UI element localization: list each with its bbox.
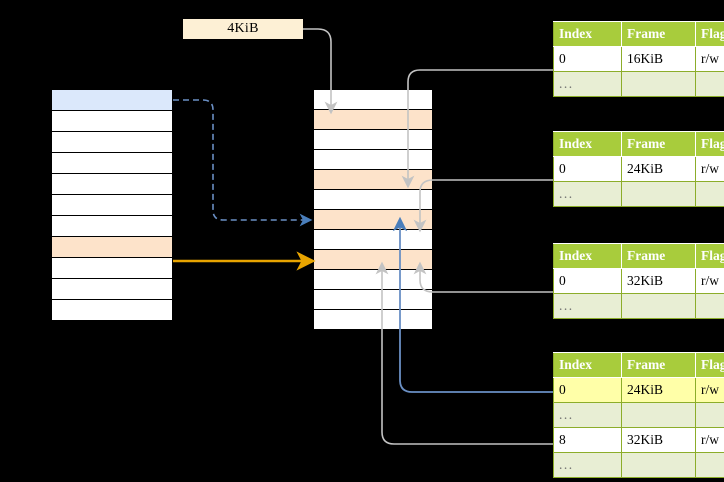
virtual-page-row[interactable] [51, 89, 173, 111]
virtual-page-row[interactable] [51, 110, 173, 132]
cell-flags: r/w [695, 46, 724, 72]
cell-flags: r/w [695, 427, 724, 453]
table-header-row: IndexFrameFlags [553, 21, 724, 47]
virtual-address-space-column [51, 89, 173, 321]
virtual-page-row[interactable] [51, 152, 173, 174]
cell-frame [621, 71, 696, 97]
page-size-label: 4KiB [183, 19, 303, 39]
page-table-level-2: IndexFrameFlags024KiBr/w... [553, 131, 724, 207]
virtual-page-row[interactable] [51, 278, 173, 300]
wire-l2-to-frame [413, 179, 556, 233]
cell-index: 0 [553, 156, 622, 182]
virtual-page-row[interactable] [51, 299, 173, 321]
cell-frame [621, 293, 696, 319]
cell-frame [621, 402, 696, 428]
cell-index: ... [553, 71, 622, 97]
page-table-level-3: IndexFrameFlags032KiBr/w... [553, 243, 724, 319]
cell-frame: 24KiB [621, 156, 696, 182]
column-header-flags: Flags [695, 352, 724, 378]
table-header-row: IndexFrameFlags [553, 352, 724, 378]
physical-frame-row[interactable] [313, 209, 433, 230]
column-header-flags: Flags [695, 21, 724, 47]
cell-frame: 32KiB [621, 427, 696, 453]
page-table-level-1: IndexFrameFlags016KiBr/w... [553, 21, 724, 97]
cell-index: ... [553, 181, 622, 207]
column-header-flags: Flags [695, 243, 724, 269]
table-ellipsis-row[interactable]: ... [553, 293, 724, 319]
physical-frame-row[interactable] [313, 249, 433, 270]
physical-frame-row[interactable] [313, 289, 433, 310]
physical-frame-row[interactable] [313, 309, 433, 330]
cell-flags [695, 181, 724, 207]
cell-index: 0 [553, 377, 622, 403]
cell-index: ... [553, 402, 622, 428]
page-table-level-4: IndexFrameFlags024KiBr/w...832KiBr/w... [553, 352, 724, 478]
cell-frame: 24KiB [621, 377, 696, 403]
cell-flags: r/w [695, 156, 724, 182]
column-header-flags: Flags [695, 131, 724, 157]
virtual-page-row[interactable] [51, 257, 173, 279]
cell-index: 0 [553, 268, 622, 294]
cell-flags: r/w [695, 377, 724, 403]
physical-frame-row[interactable] [313, 169, 433, 190]
physical-frame-row[interactable] [313, 229, 433, 250]
physical-frame-row[interactable] [313, 189, 433, 210]
table-ellipsis-row[interactable]: ... [553, 402, 724, 428]
table-header-row: IndexFrameFlags [553, 243, 724, 269]
cell-frame [621, 452, 696, 478]
column-header-index: Index [553, 21, 622, 47]
column-header-frame: Frame [621, 243, 696, 269]
cell-index: 0 [553, 46, 622, 72]
wire-dashed-blue [173, 99, 313, 227]
cell-flags [695, 71, 724, 97]
cell-frame [621, 181, 696, 207]
physical-memory-column [313, 89, 433, 330]
cell-flags: r/w [695, 268, 724, 294]
cell-flags [695, 293, 724, 319]
column-header-frame: Frame [621, 21, 696, 47]
cell-flags [695, 402, 724, 428]
physical-frame-row[interactable] [313, 109, 433, 130]
table-ellipsis-row[interactable]: ... [553, 71, 724, 97]
virtual-page-row[interactable] [51, 131, 173, 153]
column-header-index: Index [553, 352, 622, 378]
physical-frame-row[interactable] [313, 269, 433, 290]
column-header-index: Index [553, 131, 622, 157]
table-header-row: IndexFrameFlags [553, 131, 724, 157]
column-header-frame: Frame [621, 131, 696, 157]
physical-frame-row[interactable] [313, 149, 433, 170]
virtual-page-row[interactable] [51, 194, 173, 216]
table-ellipsis-row[interactable]: ... [553, 452, 724, 478]
cell-index: ... [553, 452, 622, 478]
physical-frame-row[interactable] [313, 129, 433, 150]
column-header-frame: Frame [621, 352, 696, 378]
wire-l3-to-frame [413, 261, 556, 293]
cell-index: 8 [553, 427, 622, 453]
physical-frame-row[interactable] [313, 89, 433, 110]
table-ellipsis-row[interactable]: ... [553, 181, 724, 207]
virtual-page-row[interactable] [51, 236, 173, 258]
cell-index: ... [553, 293, 622, 319]
cell-frame: 32KiB [621, 268, 696, 294]
cell-frame: 16KiB [621, 46, 696, 72]
cell-flags [695, 452, 724, 478]
virtual-page-row[interactable] [51, 173, 173, 195]
virtual-page-row[interactable] [51, 215, 173, 237]
column-header-index: Index [553, 243, 622, 269]
